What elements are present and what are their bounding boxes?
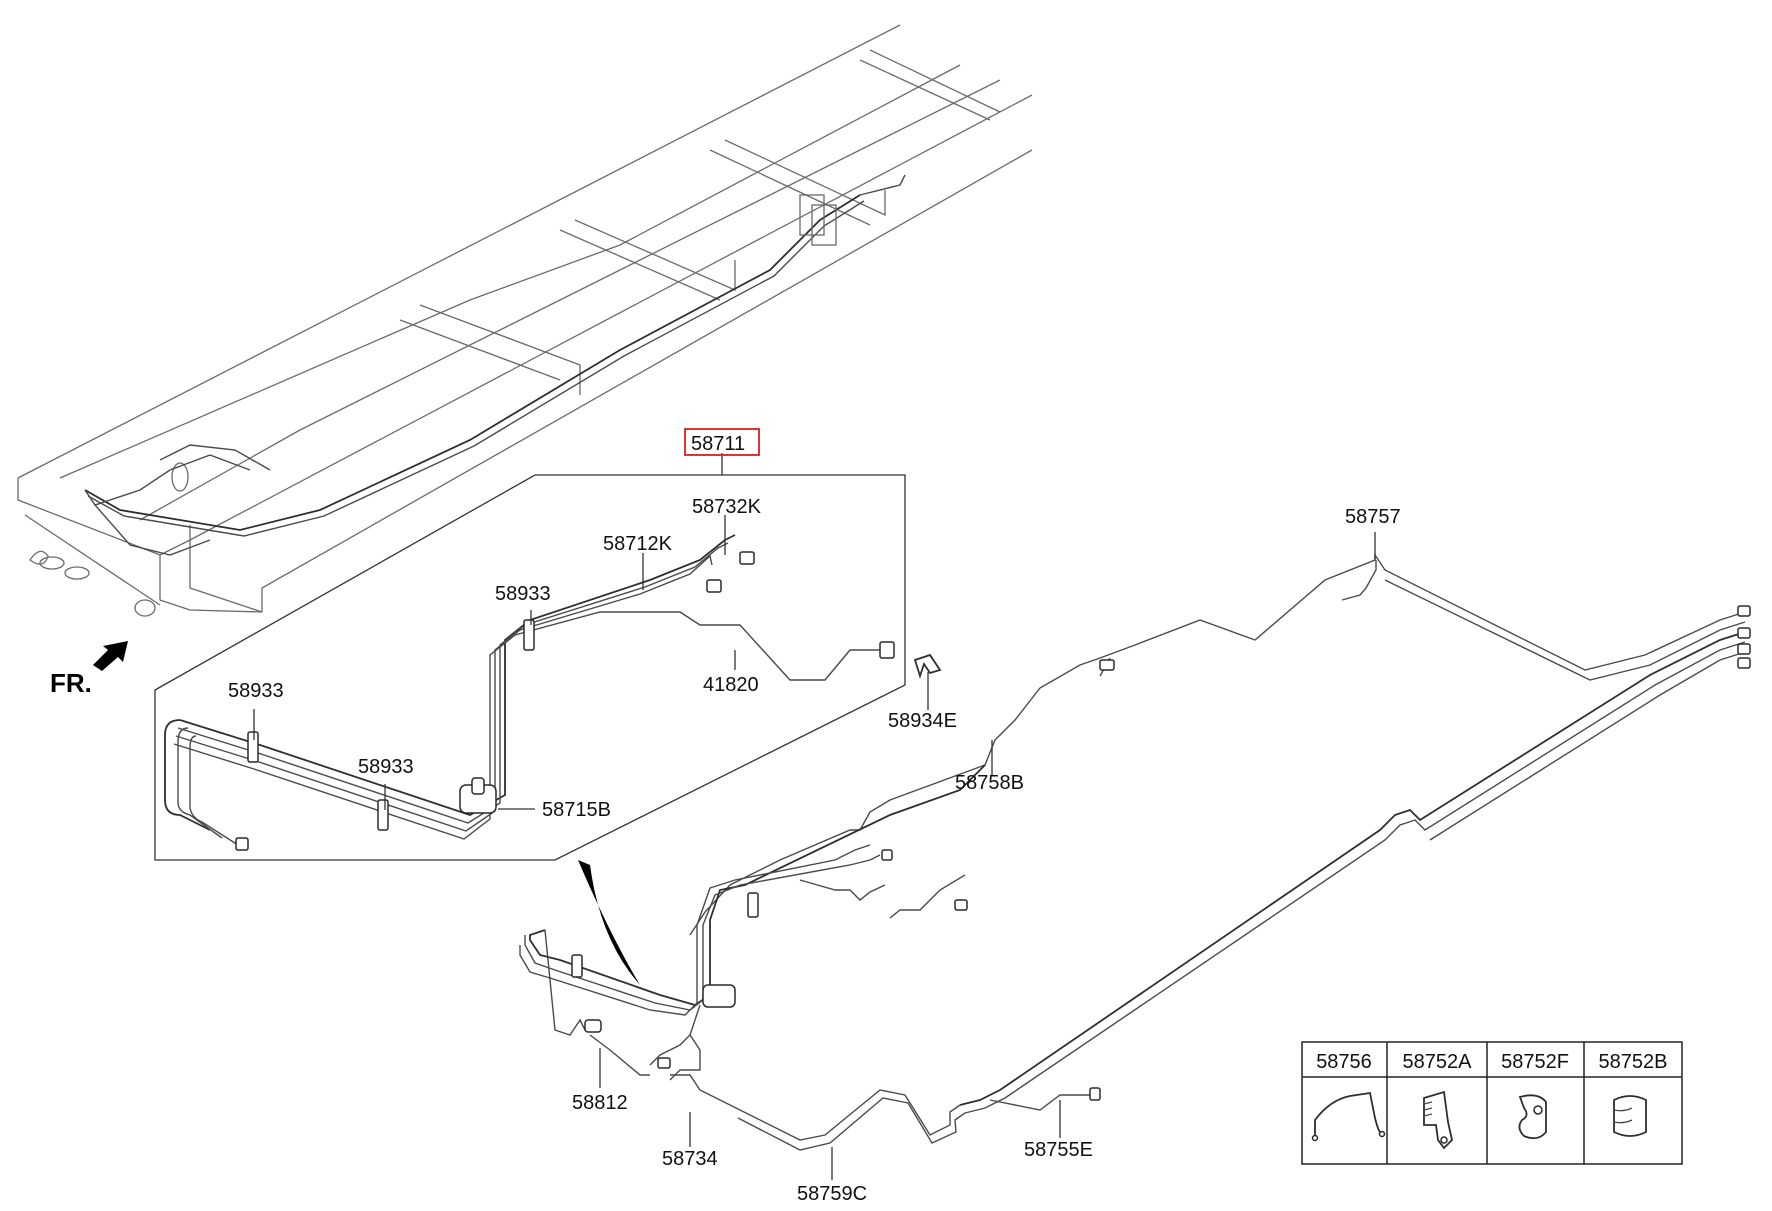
- callout-58758b: 58758B: [955, 772, 1024, 794]
- callout-58759c: 58759C: [797, 1183, 867, 1205]
- callout-58933-left: 58933: [228, 680, 284, 702]
- table-header-58752a: 58752A: [1403, 1051, 1473, 1073]
- callout-58712k: 58712K: [603, 533, 673, 555]
- pipe-clip-58934e: [913, 653, 942, 679]
- callout-58732k: 58732K: [692, 496, 762, 518]
- front-direction-label: FR.: [50, 668, 92, 698]
- highlighted-part-box: [684, 428, 760, 456]
- table-header-58752b: 58752B: [1599, 1051, 1668, 1073]
- front-direction-indicator: FR.: [50, 641, 128, 698]
- callout-58933-top: 58933: [495, 583, 551, 605]
- callout-58734: 58734: [662, 1148, 718, 1170]
- callout-58711: 58711: [691, 433, 745, 455]
- callout-58934e: 58934E: [888, 710, 957, 732]
- callout-41820: 41820: [703, 674, 759, 696]
- parts-table: 58756 58752A 58752F 58752B: [1301, 1041, 1683, 1165]
- leader-lines: [253, 515, 1376, 1180]
- table-header-58756: 58756: [1316, 1051, 1372, 1073]
- detail-brake-lines: [164, 534, 942, 851]
- detail-callout-frame: [154, 453, 906, 861]
- table-header-58752f: 58752F: [1501, 1051, 1569, 1073]
- main-brake-lines: [519, 552, 1751, 1151]
- front-arrow-icon: [93, 641, 128, 671]
- callout-58933-mid: 58933: [358, 756, 414, 778]
- pipe-bracket-icon: [1423, 1090, 1453, 1150]
- bent-pipe-icon: [1311, 1091, 1386, 1142]
- callout-58715b: 58715B: [542, 799, 611, 821]
- callout-58755e: 58755E: [1024, 1139, 1093, 1161]
- part-callouts: 58711 58732K 58712K 58933 41820 58933 58…: [228, 428, 1401, 1205]
- double-clip-icon: [1613, 1095, 1647, 1137]
- callout-58812: 58812: [572, 1092, 628, 1114]
- pipe-clip-icon: [1518, 1094, 1547, 1140]
- detail-pointer-arrow: [578, 860, 640, 985]
- callout-58757: 58757: [1345, 506, 1401, 528]
- vehicle-frame: [17, 24, 1033, 617]
